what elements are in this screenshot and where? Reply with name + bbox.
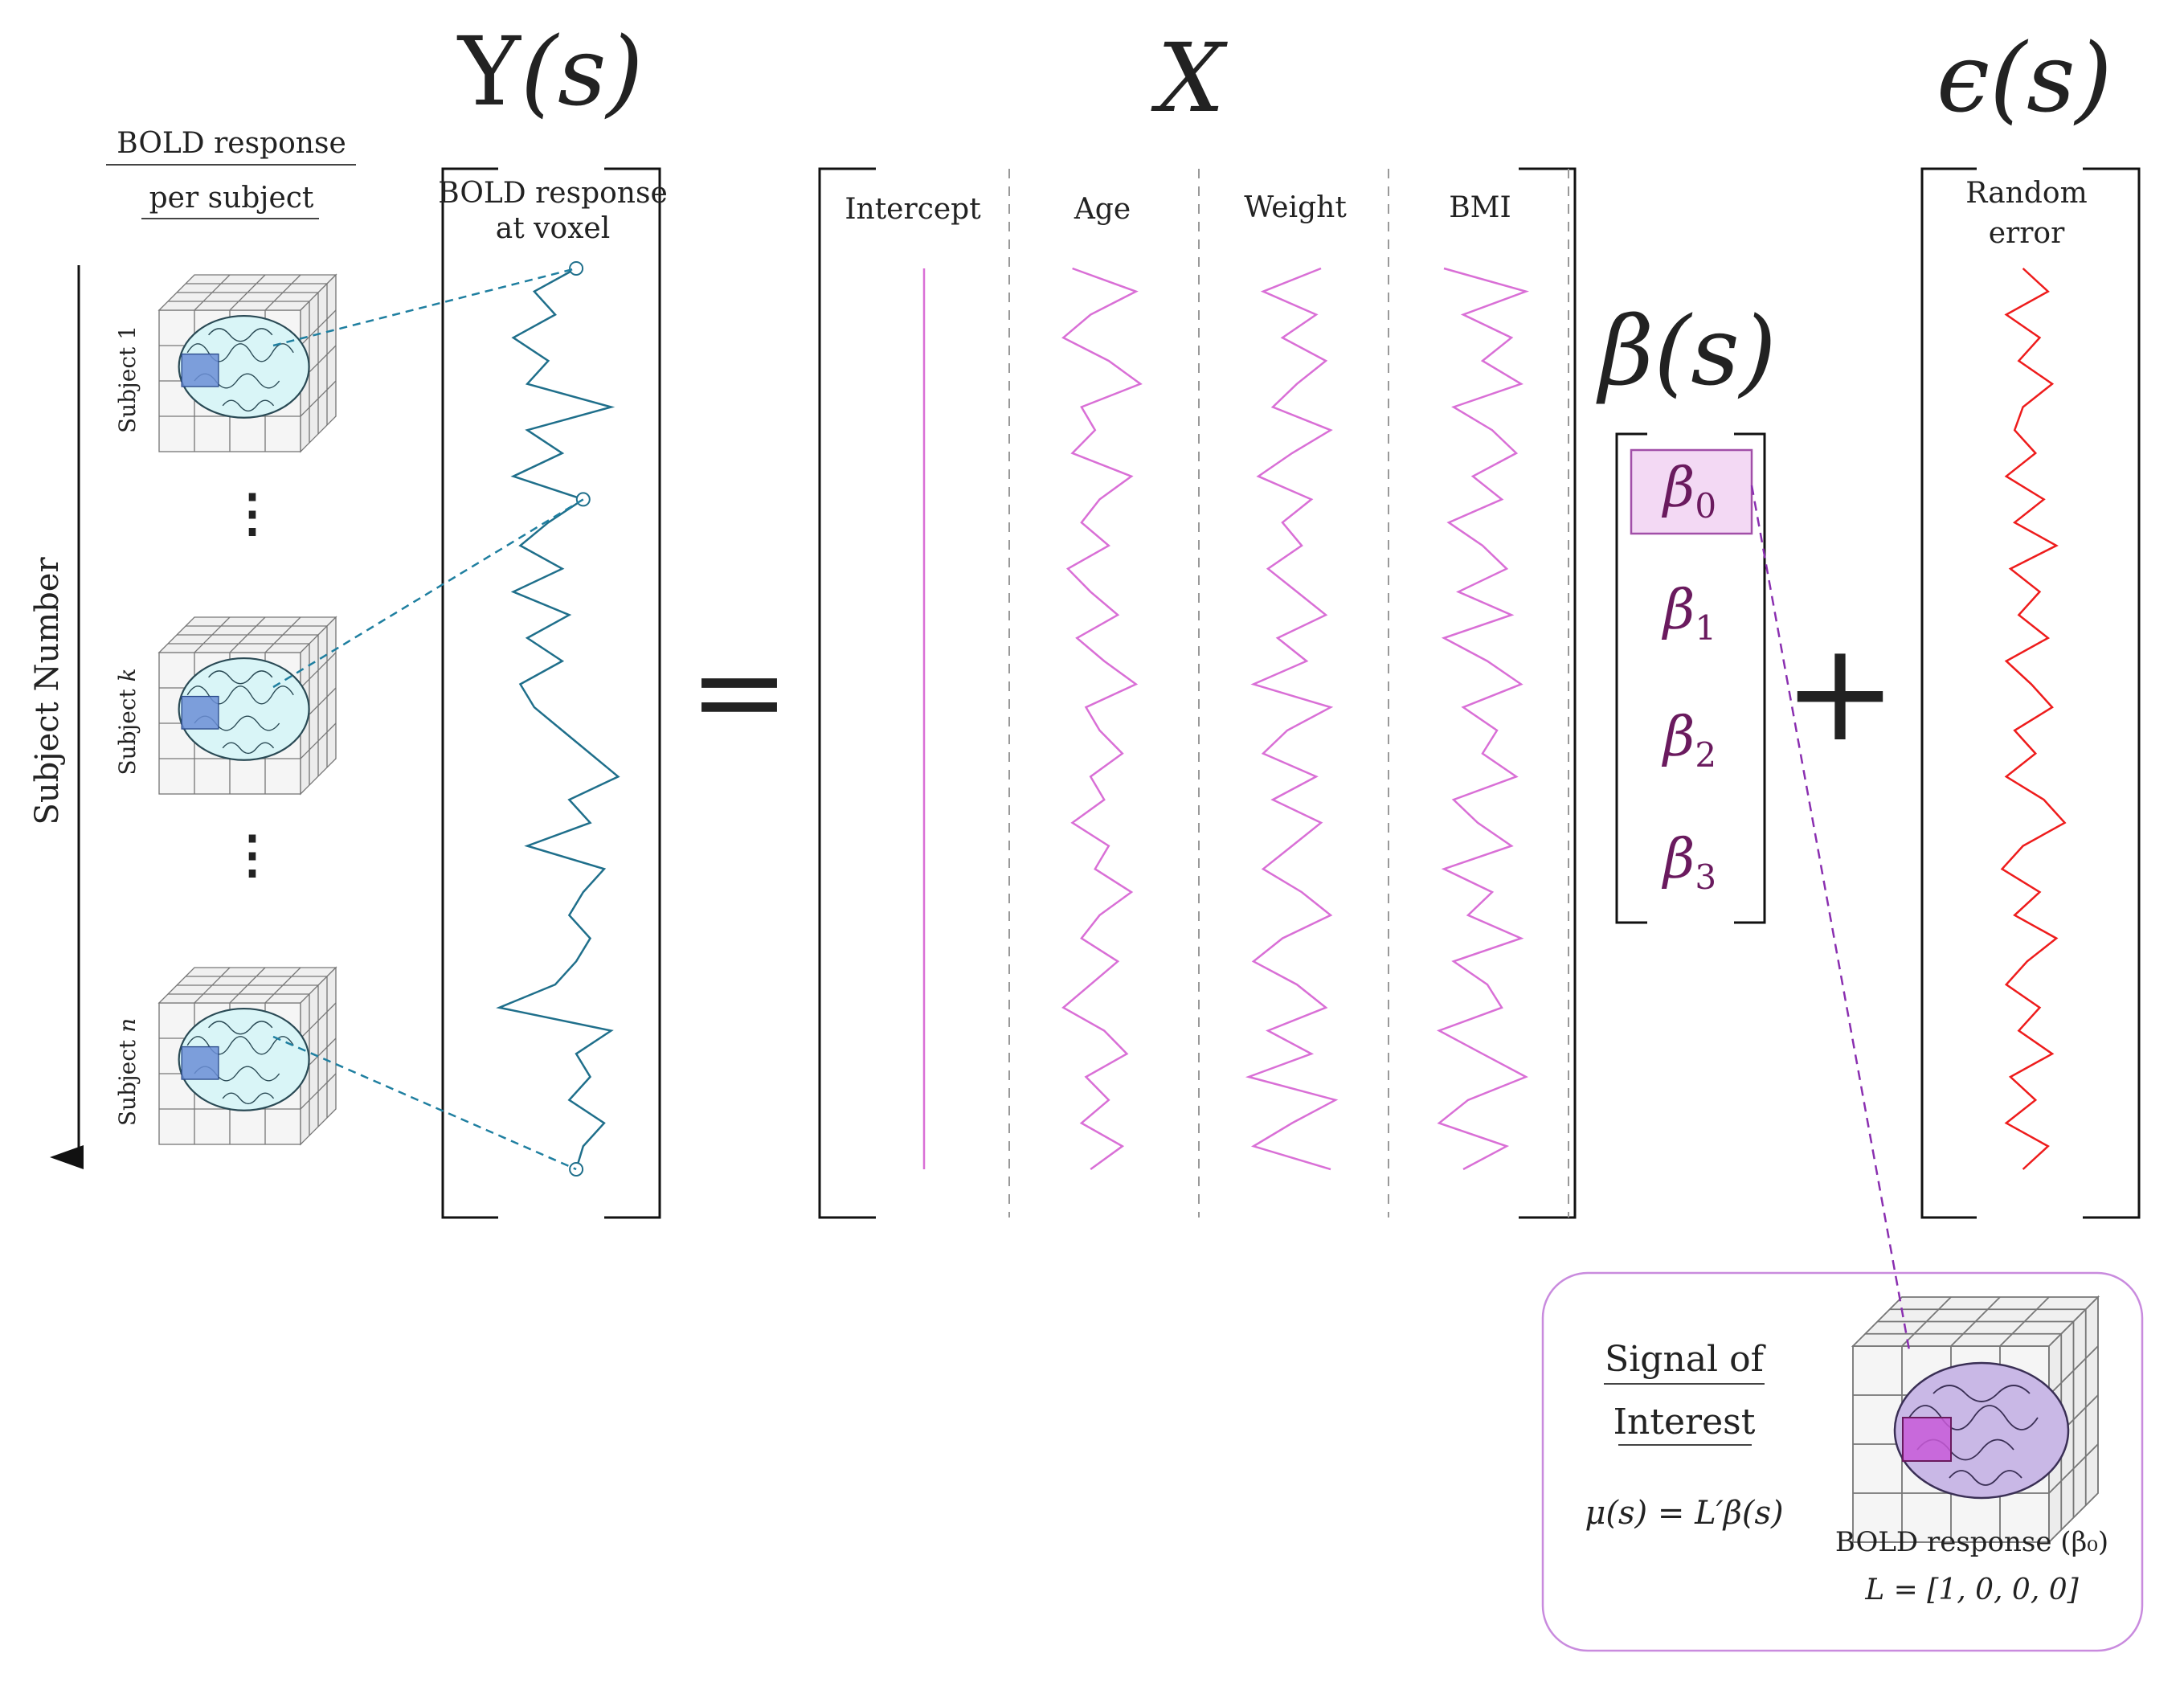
subject-n-cube [158,967,337,1145]
subject-n-voxel-highlight [181,1046,219,1080]
signal-brain [1893,1361,2070,1500]
signal-l-vector: L = [1, 0, 0, 0] [1864,1574,2079,1606]
y-header-line1: BOLD response [438,177,668,210]
subject-1-voxel-highlight [181,353,219,387]
plus-sign: + [1783,613,1897,772]
subject-k-cube [158,616,337,795]
beta-2: β2 [1661,706,1716,775]
weight-line [1245,267,1339,1171]
x-left-bracket [818,167,876,1219]
subject-1-brain [178,314,310,419]
connector-subject-k [272,498,584,689]
beta-left-bracket [1615,432,1647,924]
error-header-line2: error [1989,217,2065,250]
column-weight: Weight [1244,191,1347,224]
age-line [1061,267,1143,1171]
signal-box-border [1541,1271,2144,1652]
bold-marker-subject-1 [569,261,584,276]
error-header-line1: Random [1965,177,2087,210]
bmi-line [1436,267,1530,1171]
beta-vector: β0 β1 β2 β3 [1615,432,1766,924]
signal-brain-cube [1852,1296,2099,1543]
epsilon-symbol: ϵ(s) [1937,23,2112,133]
x-right-bracket [1519,167,1577,1219]
signal-equation: μ(s) = L′β(s) [1585,1495,1783,1532]
connector-subject-1 [272,267,577,347]
y-symbol: Y(s) [456,16,644,127]
signal-of-interest-panel: Signal of Interest μ(s) = L′β(s) BOLD re… [1541,1271,2144,1652]
equals-sign: = [689,622,790,762]
beta-right-bracket [1734,432,1766,924]
subject-k-voxel-highlight [181,695,219,730]
error-right-bracket [2083,167,2141,1219]
x-column-dividers [1008,169,1569,1218]
random-error-line [2000,268,2067,1170]
x-symbol: X [1151,23,1228,133]
left-title-line1: BOLD response [117,127,346,160]
subject-ellipsis-2: ⋮ [227,825,278,885]
subject-1-cube [158,274,337,452]
subject-stack: Subject 1 Subject k Subject n ⋮ ⋮ [114,274,337,1145]
y-matrix: BOLD response at voxel [438,167,668,1219]
beta-3: β3 [1661,828,1716,897]
y-header-line2: at voxel [496,212,611,245]
beta-1: β1 [1661,579,1716,648]
subject-1-label: Subject 1 [114,325,141,433]
column-age: Age [1074,193,1131,226]
x-matrix: Intercept Age Weight BMI [818,167,1577,1219]
column-intercept: Intercept [845,193,981,226]
error-matrix: Random error [1920,167,2141,1219]
beta-0: β0 [1661,456,1716,526]
signal-title-line1: Signal of [1605,1339,1766,1380]
connector-subject-n [272,1035,577,1171]
subject-k-label: Subject k [114,668,141,775]
signal-title-line2: Interest [1613,1402,1756,1443]
bold-response-line [496,267,620,1170]
beta0-connector [1750,485,1911,1351]
left-title-line2: per subject [149,182,314,215]
subject-axis-label: Subject Number [29,557,66,825]
subject-connectors [272,267,584,1171]
beta-s-symbol: β(s) [1596,296,1777,407]
error-left-bracket [1920,167,1977,1219]
column-bmi: BMI [1449,191,1511,224]
subject-n-label: Subject n [114,1018,141,1126]
y-right-bracket [604,167,661,1219]
subject-ellipsis-1: ⋮ [227,483,278,543]
subject-k-brain [178,657,310,761]
signal-caption: BOLD response (β₀) [1835,1526,2108,1558]
beta-0-highlight [1630,448,1753,535]
signal-voxel-highlight [1902,1417,1952,1462]
subject-n-brain [178,1007,310,1111]
y-left-bracket [441,167,498,1219]
